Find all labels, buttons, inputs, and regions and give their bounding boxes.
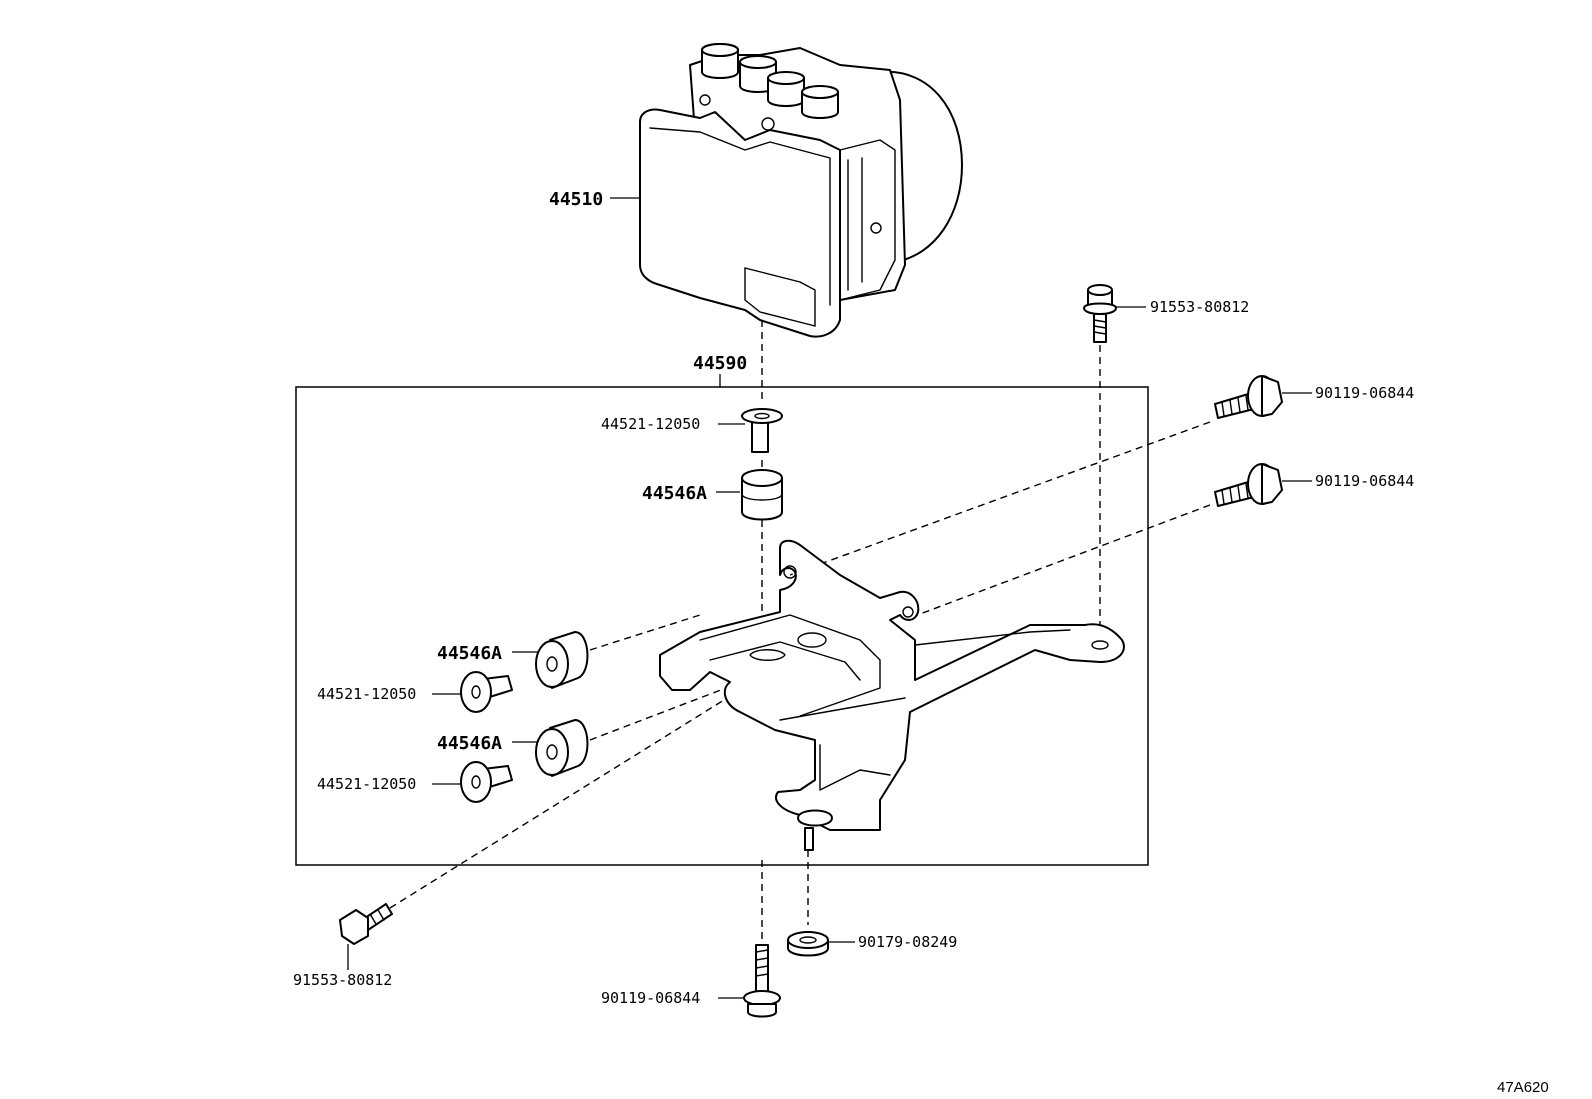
label-collar-left-lower: 44521-12050 [317,775,416,793]
cushion-left-lower-illustration [535,719,589,777]
cushion-left-upper-illustration [535,631,589,689]
cushion-top-illustration [741,469,783,521]
label-bolt-top-right: 91553-80812 [1150,298,1249,316]
bolt-right-upper-illustration [1214,375,1283,419]
label-cushion-left-upper: 44546A [437,643,502,664]
label-bracket-assy: 44590 [693,353,747,374]
label-bolt-right-lower: 90119-06844 [1315,472,1414,490]
bolt-right-lower-illustration [1214,463,1283,507]
collar-left-lower-illustration [460,761,513,803]
label-collar-left-upper: 44521-12050 [317,685,416,703]
bracket-illustration [659,539,1125,851]
brake-line-ports [701,43,839,119]
collar-left-upper-illustration [460,671,513,713]
assembly-lines [389,320,1211,945]
label-bolt-bottom-center: 90119-06844 [601,989,700,1007]
label-collar-top: 44521-12050 [601,415,700,433]
bolt-bottom-center-illustration [743,944,781,1018]
leader-lines [347,197,1312,999]
reference-code: 47A620 [1497,1079,1549,1096]
abs-actuator-illustration [639,43,963,338]
bolt-top-right-illustration [1083,284,1117,343]
bracket-assembly-frame [295,386,1149,866]
label-cushion-left-lower: 44546A [437,733,502,754]
collar-top-illustration [741,408,783,453]
label-cushion-top: 44546A [642,483,707,504]
label-nut-bottom: 90179-08249 [858,933,957,951]
label-bolt-right-upper: 90119-06844 [1315,384,1414,402]
nut-bottom-illustration [787,931,829,957]
label-abs-actuator: 44510 [549,189,603,210]
bolt-bottom-left-illustration [339,903,393,945]
label-bolt-bottom-left: 91553-80812 [293,971,392,989]
